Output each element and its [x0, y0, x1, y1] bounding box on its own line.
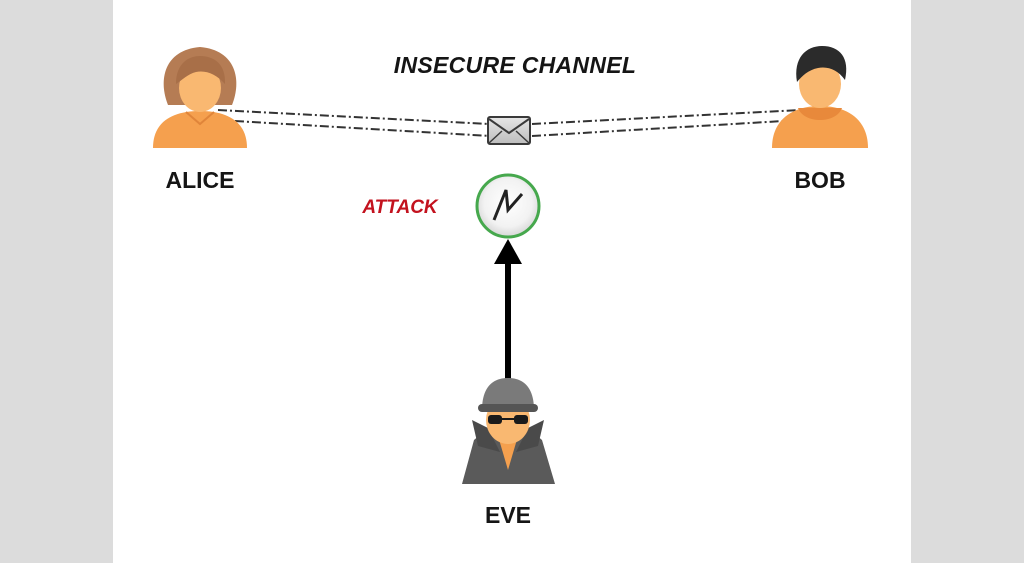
- eve-label: EVE: [484, 502, 532, 528]
- channel-line-alice-top: [217, 109, 491, 125]
- arrow-up-icon: [494, 239, 522, 380]
- channel-title: INSECURE CHANNEL: [393, 52, 637, 78]
- lightning-icon: [492, 189, 524, 221]
- alice-label: ALICE: [165, 167, 235, 193]
- attack-node: [475, 173, 541, 239]
- insecure-channel-lines: [217, 109, 801, 137]
- bob-label: BOB: [794, 167, 846, 193]
- alice-avatar-icon: [153, 47, 247, 148]
- envelope-icon: [487, 116, 531, 145]
- bob-avatar-icon: [772, 46, 868, 148]
- channel-line-bob-bottom: [531, 119, 801, 137]
- eve-spy-icon: [462, 378, 555, 484]
- channel-line-alice-bottom: [217, 119, 491, 137]
- attack-label: ATTACK: [362, 197, 438, 218]
- channel-line-bob-top: [531, 109, 801, 125]
